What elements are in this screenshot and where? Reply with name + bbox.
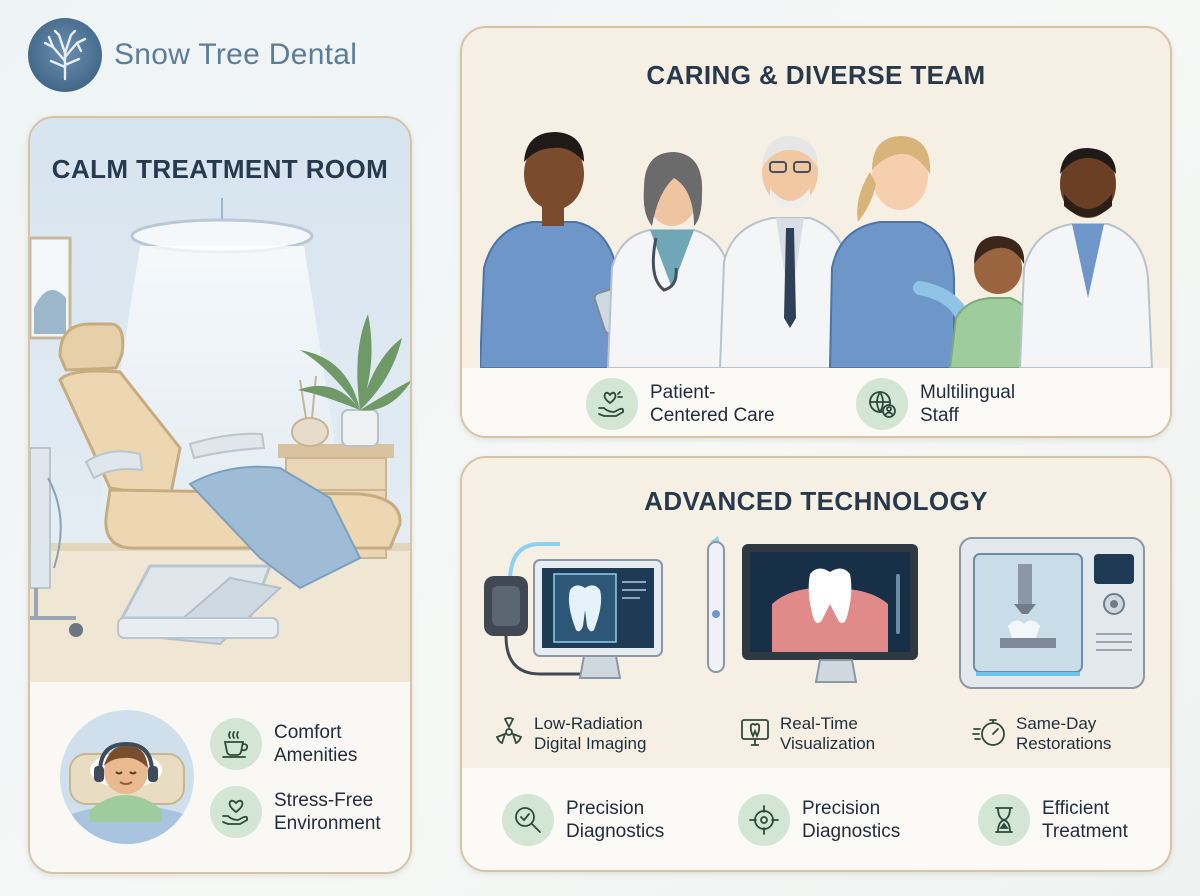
benefit-precision-diagnostics: Precision Diagnostics <box>502 794 664 846</box>
tech-item-same-day: Same-Day Restorations <box>972 714 1111 754</box>
dental-team-illustration <box>480 132 1154 368</box>
tech-title: ADVANCED TECHNOLOGY <box>644 486 988 516</box>
feature-label: Stress-Free Environment <box>274 790 381 834</box>
feature-stress-free: Stress-Free Environment <box>210 786 381 838</box>
brand-name: Snow Tree Dental <box>114 38 358 71</box>
calm-bottom-panel: Comfort Amenities Stress-Free Environmen… <box>30 682 410 872</box>
globe-person-icon <box>856 378 908 430</box>
heart-hand-icon <box>210 786 262 838</box>
team-title: CARING & DIVERSE TEAM <box>646 60 986 90</box>
benefit-precision-diagnostics-2: Precision Diagnostics <box>738 794 900 846</box>
calm-title: CALM TREATMENT ROOM <box>51 154 389 184</box>
intraoral-camera-illustration <box>707 536 918 683</box>
magnifier-check-icon <box>502 794 554 846</box>
benefit-efficient-treatment: Efficient Treatment <box>978 794 1128 846</box>
advanced-technology-card: ADVANCED TECHNOLOGY <box>460 456 1172 872</box>
feature-comfort-amenities: Comfort Amenities <box>210 718 357 770</box>
stopwatch-icon <box>972 715 1008 754</box>
tech-item-label: Real-Time Visualization <box>780 714 876 753</box>
tech-item-label: Low-Radiation Digital Imaging <box>534 714 647 753</box>
tech-item-label: Same-Day Restorations <box>1016 714 1112 753</box>
tech-illustrations: Low-Radiation Digital Imaging Real-Time … <box>462 534 1170 772</box>
feature-label: Comfort Amenities <box>274 722 358 766</box>
tech-item-visualization: Real-Time Visualization <box>738 714 875 754</box>
benefit-label: Precision Diagnostics <box>566 798 665 842</box>
benefit-label: Precision Diagnostics <box>802 798 901 842</box>
brand[interactable]: Snow Tree Dental <box>28 18 357 92</box>
radiation-icon <box>492 715 526 754</box>
calm-treatment-room-card: CALM TREATMENT ROOM <box>28 116 412 874</box>
coffee-cup-icon <box>210 718 262 770</box>
tech-bottom-panel: Precision Diagnostics Precision Diagnost… <box>462 768 1170 870</box>
tree-icon <box>28 18 102 92</box>
tech-item-imaging: Low-Radiation Digital Imaging <box>492 714 646 754</box>
milling-machine-illustration <box>959 537 1145 689</box>
hourglass-icon <box>978 794 1030 846</box>
feature-label: Patient- Centered Care <box>650 382 775 426</box>
heart-hand-icon <box>586 378 638 430</box>
feature-label: Multilingual Staff <box>920 382 1016 426</box>
feature-multilingual: Multilingual Staff <box>856 378 1015 430</box>
treatment-room-illustration <box>30 118 410 682</box>
caring-diverse-team-card: CARING & DIVERSE TEAM <box>460 26 1172 438</box>
benefit-label: Efficient Treatment <box>1042 798 1128 842</box>
target-icon <box>738 794 790 846</box>
feature-patient-centered: Patient- Centered Care <box>586 378 775 430</box>
relaxed-patient-illustration <box>60 710 194 844</box>
team-bottom-panel: Patient- Centered Care Multilingual Staf… <box>462 368 1170 436</box>
digital-imaging-illustration <box>484 542 663 679</box>
monitor-tooth-icon <box>738 715 772 754</box>
